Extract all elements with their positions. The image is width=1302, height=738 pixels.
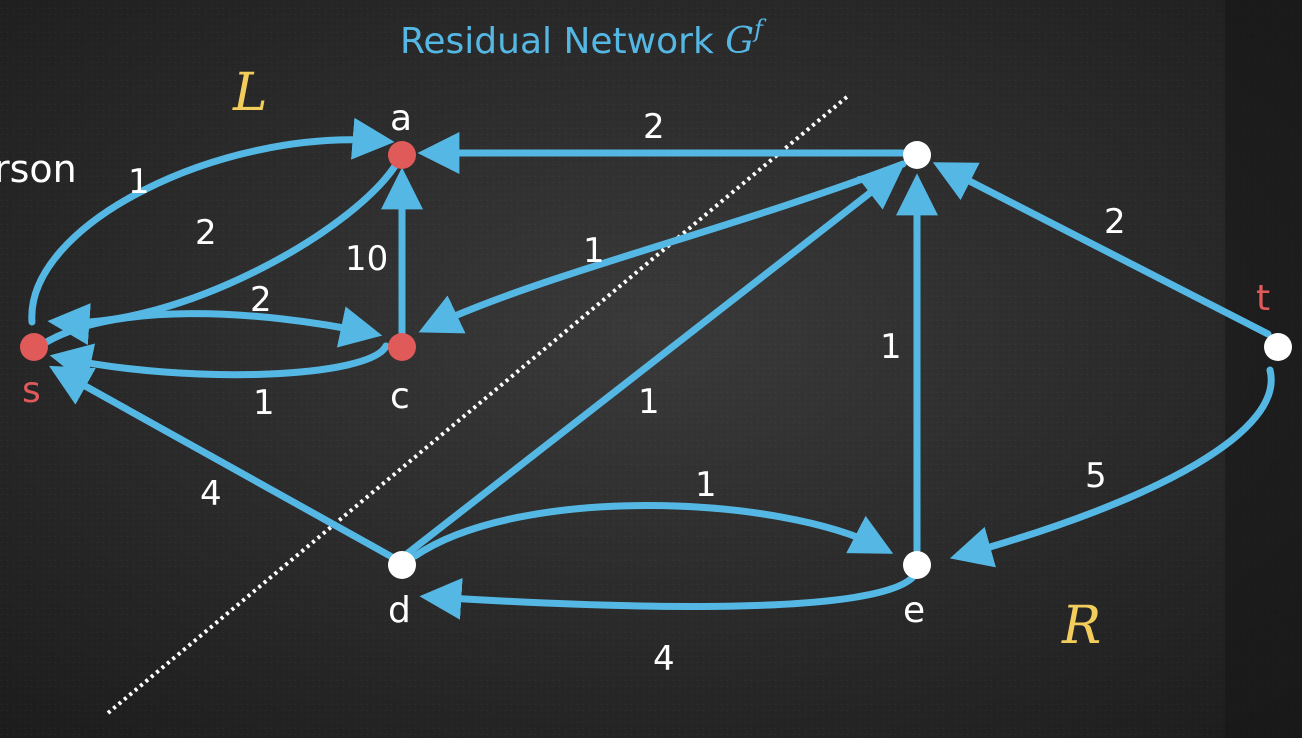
node-c (388, 333, 416, 361)
edge-label-d-to-e: 1 (695, 465, 717, 505)
node-label-e: e (903, 590, 925, 631)
node-e (903, 551, 931, 579)
partial-text-left: rson (0, 147, 77, 191)
edge-label-e-to-top: 1 (880, 327, 902, 367)
nodes (20, 141, 1292, 579)
node-label-c: c (390, 376, 410, 417)
edge-label-top-to-c: 1 (583, 231, 605, 271)
node-a (388, 141, 416, 169)
edge-s-to-a (28, 117, 395, 326)
edge-t-to-top (932, 162, 1272, 338)
edge-label-s-to-c: 2 (250, 280, 272, 320)
edge-label-a-to-s: 2 (195, 213, 217, 253)
edge-label-d-to-s: 4 (200, 474, 222, 514)
edge-s-to-c (36, 306, 383, 350)
edge-c-to-s (49, 342, 390, 385)
edge-d-to-s (48, 365, 396, 561)
edge-d-to-top (404, 167, 903, 557)
node-top (903, 141, 931, 169)
right-edge-band (1225, 0, 1302, 738)
set-label-right: R (1061, 596, 1101, 656)
edge-labels: 1 2 2 1 10 2 1 2 1 1 4 1 4 5 (128, 107, 1126, 679)
edge-label-d-to-top: 1 (638, 382, 660, 422)
diagram-title: Residual Network Gf (400, 15, 767, 62)
title-text: Residual Network (400, 21, 725, 62)
edge-d-to-e (411, 502, 894, 560)
edge-label-s-to-a: 1 (128, 162, 150, 202)
edge-top-to-c (418, 160, 907, 334)
node-label-d: d (388, 590, 411, 631)
node-label-a: a (390, 98, 412, 139)
title-symbol: G (725, 21, 754, 62)
edge-label-c-to-a: 10 (345, 239, 388, 279)
edge-label-e-to-d: 4 (653, 639, 675, 679)
node-labels: a c s d e t (22, 98, 1270, 631)
edge-e-to-d (419, 572, 918, 620)
node-label-t: t (1256, 278, 1270, 319)
edge-label-t-to-top: 2 (1104, 202, 1126, 242)
node-label-s: s (22, 370, 41, 411)
set-label-left: L (232, 63, 268, 123)
edge-label-top-to-a: 2 (643, 107, 665, 147)
edge-t-to-e (949, 366, 1275, 568)
node-t (1264, 333, 1292, 361)
edge-label-t-to-e: 5 (1085, 456, 1107, 496)
node-d (388, 551, 416, 579)
edge-label-c-to-s: 1 (253, 383, 275, 423)
edges (28, 117, 1275, 620)
node-s (20, 333, 48, 361)
